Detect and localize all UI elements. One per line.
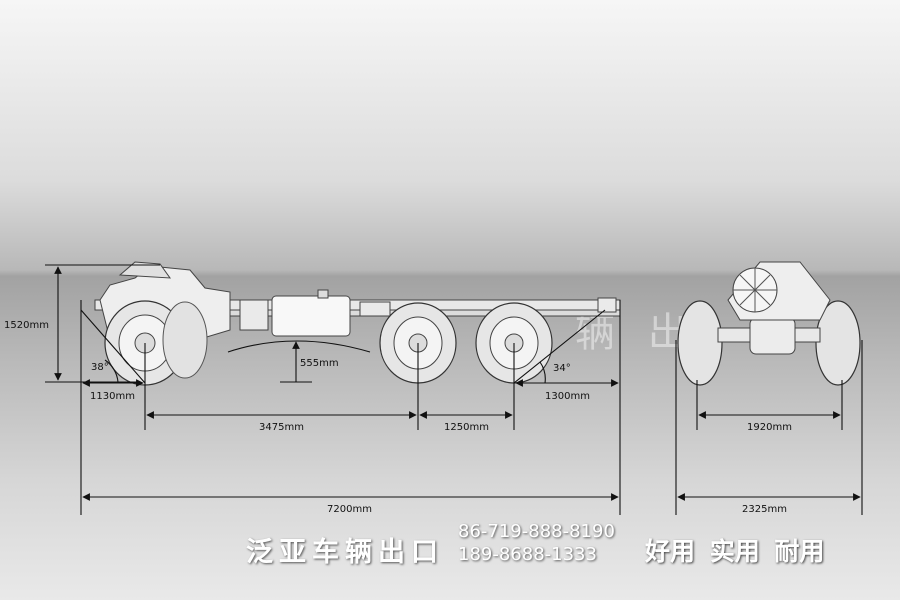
label-total-width: 2325mm (742, 504, 787, 515)
label-ground-clearance: 555mm (300, 358, 339, 369)
footer-brand: 泛亚车辆出口 (246, 537, 444, 568)
label-front-overhang: 1130mm (90, 391, 135, 402)
footer-slogan: 好用 实用 耐用 (645, 537, 825, 566)
front-view-chassis (677, 261, 861, 386)
footer-phones: 86-719-888-8190 189-8688-1333 (458, 520, 615, 566)
label-total-length: 7200mm (327, 504, 372, 515)
label-rear-overhang: 1300mm (545, 391, 590, 402)
label-departure-angle: 34° (553, 363, 571, 374)
label-wheelbase-front: 3475mm (259, 422, 304, 433)
watermark-text: 辆 出 (575, 310, 698, 356)
label-wheelbase-rear: 1250mm (444, 422, 489, 433)
side-view-chassis (94, 261, 621, 386)
phone-2: 189-8688-1333 (458, 544, 597, 565)
front-wheel (104, 300, 208, 386)
label-height: 1520mm (4, 320, 49, 331)
phone-1: 86-719-888-8190 (458, 521, 615, 542)
label-approach-angle: 38° (91, 362, 109, 373)
label-track-width: 1920mm (747, 422, 792, 433)
